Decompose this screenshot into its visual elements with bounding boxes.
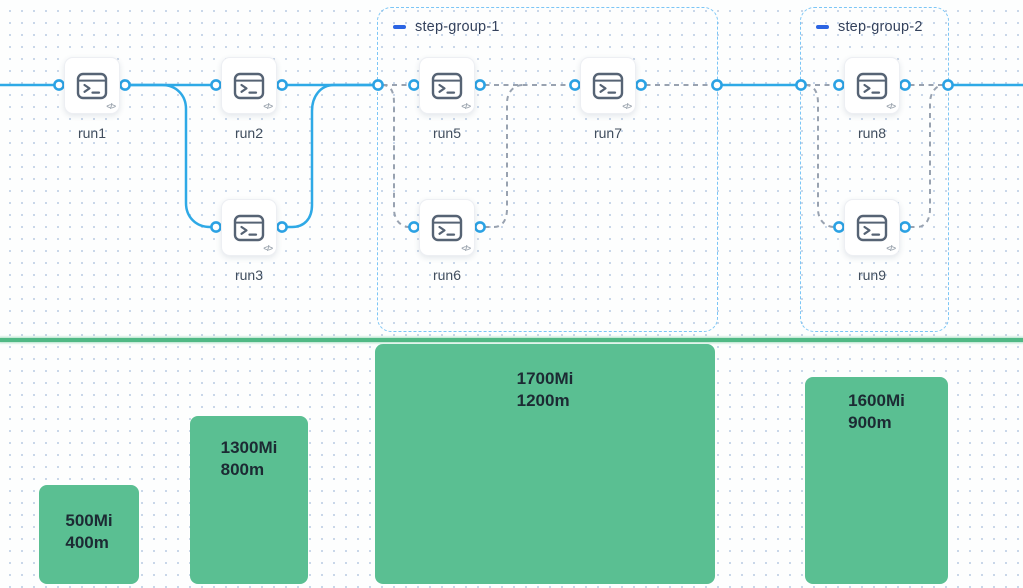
port-run3-out[interactable]: [276, 221, 288, 233]
node-run6[interactable]: </> run6: [419, 199, 475, 283]
node-label: run2: [234, 125, 264, 141]
resource-bar-label: 1600Mi 900m: [848, 390, 905, 435]
step-group-2-container: step-group-2: [800, 7, 949, 332]
memory-value: 1600Mi: [848, 391, 905, 410]
task-card[interactable]: </>: [419, 199, 475, 256]
port-run6-out[interactable]: [474, 221, 486, 233]
terminal-icon: [592, 72, 624, 99]
terminal-icon: [856, 214, 888, 241]
group-header: step-group-2: [801, 8, 948, 35]
memory-value: 500Mi: [65, 511, 113, 530]
terminal-icon: [76, 72, 108, 99]
node-run7[interactable]: </> run7: [580, 57, 636, 141]
resource-bar-step-group-2: 1600Mi 900m: [805, 377, 948, 584]
task-card[interactable]: </>: [844, 57, 900, 114]
code-badge-icon: </>: [622, 102, 632, 111]
minus-icon[interactable]: [816, 25, 829, 29]
port-run8-out[interactable]: [899, 79, 911, 91]
node-run3[interactable]: </> run3: [221, 199, 277, 283]
edge-group1in-run6: [382, 84, 410, 228]
task-card[interactable]: </>: [221, 57, 277, 114]
node-label: run7: [593, 125, 623, 141]
port-run2-in[interactable]: [210, 79, 222, 91]
edge-group2in-run9: [805, 84, 835, 228]
node-run5[interactable]: </> run5: [419, 57, 475, 141]
edge-run9-group2out: [909, 84, 944, 228]
code-badge-icon: </>: [106, 102, 116, 111]
port-group1-out[interactable]: [711, 79, 723, 91]
node-label: run1: [77, 125, 107, 141]
resource-bar-run2-run3: 1300Mi 800m: [190, 416, 308, 584]
minus-icon[interactable]: [393, 25, 406, 29]
group-header: step-group-1: [378, 8, 717, 35]
cpu-value: 1200m: [516, 391, 570, 411]
code-badge-icon: </>: [263, 244, 273, 253]
memory-value: 1700Mi: [516, 369, 574, 388]
port-run7-in[interactable]: [569, 79, 581, 91]
code-badge-icon: </>: [886, 102, 896, 111]
task-card[interactable]: </>: [419, 57, 475, 114]
port-run5-out[interactable]: [474, 79, 486, 91]
port-run9-in[interactable]: [833, 221, 845, 233]
task-card[interactable]: </>: [221, 199, 277, 256]
port-group1-in[interactable]: [372, 79, 384, 91]
node-run8[interactable]: </> run8: [844, 57, 900, 141]
port-run2-out[interactable]: [276, 79, 288, 91]
edge-run1-run3: [128, 83, 213, 229]
resource-bar-label: 1300Mi 800m: [221, 437, 278, 482]
code-badge-icon: </>: [461, 244, 471, 253]
port-run7-out[interactable]: [635, 79, 647, 91]
code-badge-icon: </>: [461, 102, 471, 111]
port-run1-out[interactable]: [119, 79, 131, 91]
node-label: run5: [432, 125, 462, 141]
node-label: run9: [857, 267, 887, 283]
cpu-value: 900m: [848, 413, 892, 433]
port-group2-in[interactable]: [795, 79, 807, 91]
task-card[interactable]: </>: [580, 57, 636, 114]
code-badge-icon: </>: [263, 102, 273, 111]
edge-run6-run7: [484, 84, 524, 228]
terminal-icon: [431, 72, 463, 99]
terminal-icon: [856, 72, 888, 99]
node-label: run6: [432, 267, 462, 283]
node-run1[interactable]: </> run1: [64, 57, 120, 141]
port-run8-in[interactable]: [833, 79, 845, 91]
resource-bar-step-group-1: 1700Mi 1200m: [375, 344, 715, 584]
code-badge-icon: </>: [886, 244, 896, 253]
port-group2-out[interactable]: [942, 79, 954, 91]
port-run3-in[interactable]: [210, 221, 222, 233]
resource-baseline: [0, 338, 1023, 342]
node-run2[interactable]: </> run2: [221, 57, 277, 141]
node-label: run8: [857, 125, 887, 141]
terminal-icon: [233, 214, 265, 241]
port-run9-out[interactable]: [899, 221, 911, 233]
terminal-icon: [431, 214, 463, 241]
resource-bar-label: 1700Mi 1200m: [517, 368, 574, 413]
cpu-value: 400m: [65, 533, 109, 553]
port-run1-in[interactable]: [53, 79, 65, 91]
edge-run3-group1: [285, 83, 375, 229]
terminal-icon: [233, 72, 265, 99]
resource-bar-run1: 500Mi 400m: [39, 485, 139, 584]
group-title: step-group-1: [415, 19, 500, 35]
task-card[interactable]: </>: [64, 57, 120, 114]
resource-bar-label: 500Mi 400m: [65, 510, 112, 555]
port-run6-in[interactable]: [408, 221, 420, 233]
node-run9[interactable]: </> run9: [844, 199, 900, 283]
port-run5-in[interactable]: [408, 79, 420, 91]
group-title: step-group-2: [838, 19, 923, 35]
step-group-1-container: step-group-1: [377, 7, 718, 332]
cpu-value: 800m: [220, 460, 265, 480]
task-card[interactable]: </>: [844, 199, 900, 256]
node-label: run3: [234, 267, 264, 283]
memory-value: 1300Mi: [220, 438, 278, 457]
